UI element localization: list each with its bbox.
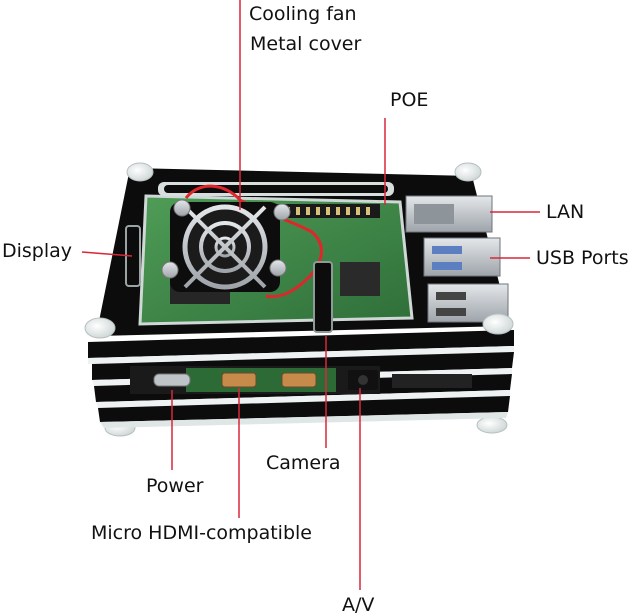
gpio-header: [270, 204, 380, 218]
av-label: A/V: [342, 594, 375, 616]
pcb-chip: [340, 262, 380, 296]
leader-line-display: [81, 251, 133, 257]
micro-hdmi-port-1: [221, 372, 257, 388]
metal-cover-label: Metal cover: [250, 33, 362, 55]
micro-hdmi-label: Micro HDMI-compatible: [91, 522, 312, 544]
micro-hdmi-port-2: [281, 372, 317, 388]
cooling-fan: [161, 199, 291, 292]
usb-ports-label: USB Ports: [536, 247, 629, 269]
camera-slot: [313, 261, 333, 333]
fan-screw: [173, 199, 191, 217]
case-foot: [126, 162, 154, 182]
fan-screw: [269, 259, 287, 277]
usb-c-port: [153, 373, 191, 387]
case-foot: [454, 162, 482, 182]
case-foot: [476, 416, 508, 434]
fan-wire: [184, 184, 323, 299]
fan-screw: [161, 261, 179, 279]
lan-port: [405, 195, 493, 233]
usb-ports: [423, 237, 509, 323]
case-illustration: [84, 162, 514, 437]
display-label: Display: [2, 240, 73, 262]
poe-label: POE: [390, 89, 429, 111]
camera-label: Camera: [266, 452, 341, 474]
power-label: Power: [146, 475, 204, 497]
fan-screw: [273, 203, 291, 221]
lan-label: LAN: [546, 201, 585, 223]
case-foot: [482, 313, 514, 335]
cooling-fan-label: Cooling fan: [249, 3, 357, 25]
leader-lines: [81, 0, 540, 590]
port-cutout: [130, 366, 472, 394]
case-foot: [84, 317, 116, 339]
